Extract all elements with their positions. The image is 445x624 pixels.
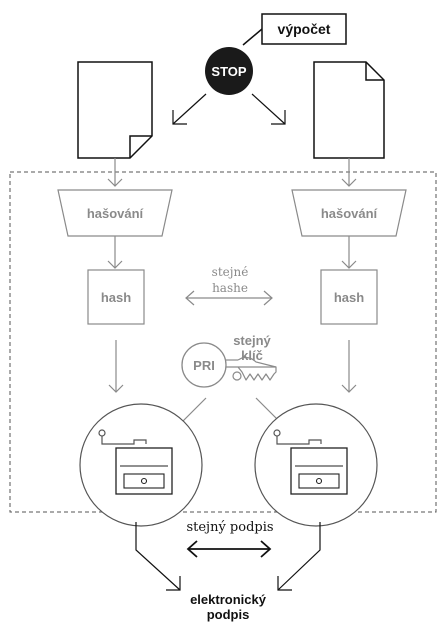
arrow-hashing-to-hash-left <box>107 236 123 269</box>
arrow-doc-to-hashing-right <box>341 158 357 187</box>
dashed-boundary <box>9 171 437 513</box>
document-icon-right <box>313 61 385 159</box>
hashing-block-right: hašování <box>291 189 407 237</box>
same-hashes-line2: hashe <box>212 281 248 295</box>
arrow-hashing-to-hash-right <box>341 236 357 269</box>
same-signature-double-arrow <box>186 540 272 558</box>
compute-label: výpočet <box>278 21 331 37</box>
same-hashes-double-arrow <box>185 290 273 306</box>
compute-box: výpočet <box>261 13 347 45</box>
same-signature-label: stejný podpis <box>186 520 273 535</box>
result-arrow-left <box>135 522 181 591</box>
result-arrow-right <box>277 522 321 591</box>
stop-sign: STOP <box>205 47 253 95</box>
hashing-block-left: hašování <box>57 189 173 237</box>
arrow-doc-to-hashing-left <box>107 158 123 187</box>
hash-label-left: hash <box>101 290 131 305</box>
hash-box-left: hash <box>87 269 145 325</box>
stop-arrow-left <box>172 93 207 125</box>
document-icon-left <box>77 61 153 159</box>
compute-connector <box>242 28 263 46</box>
stop-label: STOP <box>211 64 246 79</box>
arrow-hash-to-signer-right <box>341 340 357 393</box>
stop-arrow-right <box>251 93 286 125</box>
same-hashes-line1: stejné <box>212 265 249 279</box>
signing-device-left <box>79 403 203 527</box>
signing-device-right <box>254 403 378 527</box>
result-line1: elektronický <box>190 592 267 607</box>
hashing-label-left: hašování <box>87 206 144 221</box>
same-key-line2: klíč <box>241 348 263 363</box>
same-key-line1: stejný <box>233 333 271 348</box>
hashing-label-right: hašování <box>321 206 378 221</box>
hash-box-right: hash <box>320 269 378 325</box>
hash-label-right: hash <box>334 290 364 305</box>
result-line2: podpis <box>207 607 250 622</box>
private-key-icon: PRI <box>181 342 277 388</box>
key-label: PRI <box>193 358 215 373</box>
arrow-hash-to-signer-left <box>108 340 124 393</box>
